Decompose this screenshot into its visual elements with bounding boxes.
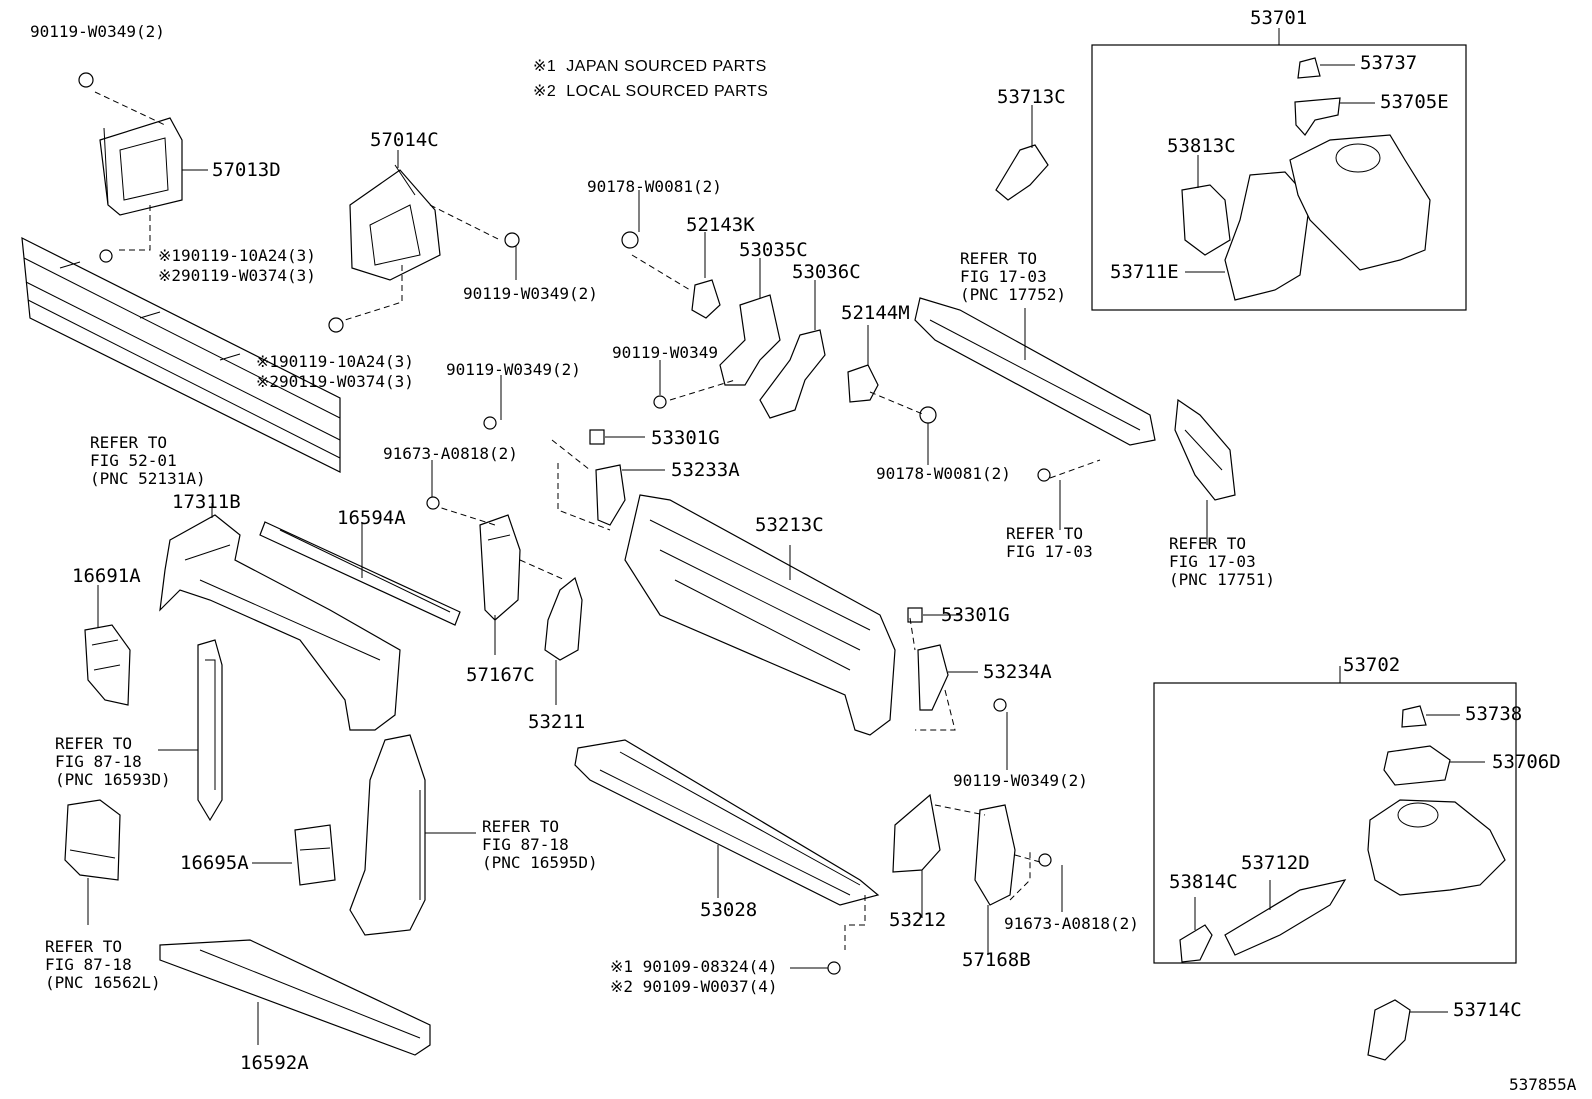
callout-53814c: 53814C: [1169, 871, 1238, 893]
callout-90119-w0349: 90119-W0349: [612, 343, 718, 362]
cover-16592a-part: [159, 939, 431, 1056]
bracket-53212-part: [892, 793, 941, 873]
callout-53711e: 53711E: [1110, 261, 1179, 283]
seal-16695a-part: [294, 824, 336, 886]
callout-bolt-local-b: ※290119-W0374(3): [256, 372, 414, 391]
seal-16562l-part: [64, 799, 121, 881]
callout-53702: 53702: [1343, 654, 1401, 676]
callout-53234a: 53234A: [983, 661, 1052, 683]
callout-57167c: 57167C: [466, 664, 535, 686]
callout-53712d: 53712D: [1241, 852, 1310, 874]
support-upper-17311b-part: [159, 514, 401, 731]
callout-bolt-local-a: ※290119-W0374(3): [158, 266, 316, 285]
callout-53233a: 53233A: [671, 459, 740, 481]
callout-52144m: 52144M: [841, 302, 910, 324]
seal-16691a-part: [84, 624, 131, 706]
callout-53738: 53738: [1465, 703, 1523, 725]
callout-53301g-upper: 53301G: [651, 427, 720, 449]
apron-53701-parts: [1181, 57, 1431, 301]
callout-bolt-japan-a: ※190119-10A24(3): [158, 246, 316, 265]
callout-52143k: 52143K: [686, 214, 755, 236]
nut-icons: [589, 231, 937, 623]
seal-17752-part: [914, 297, 1156, 446]
callout-90119-w0349-2-center: 90119-W0349(2): [463, 284, 598, 303]
callout-53705e: 53705E: [1380, 91, 1449, 113]
callout-53737: 53737: [1360, 52, 1418, 74]
callout-53211: 53211: [528, 711, 586, 733]
radiator-support-53213c-part: [624, 494, 896, 736]
callout-53028: 53028: [700, 899, 758, 921]
bracket-57167c-part: [479, 514, 521, 621]
callout-91673-a0818-2-right: 91673-A0818(2): [1004, 914, 1139, 933]
callout-16594a: 16594A: [337, 507, 406, 529]
callout-57014c: 57014C: [370, 129, 439, 151]
callout-refer-17-03: REFER TO FIG 17-03: [1006, 524, 1093, 561]
bracket-53233a-part: [595, 464, 626, 526]
callout-53701: 53701: [1250, 7, 1308, 29]
bracket-53211-part: [544, 576, 583, 661]
callout-91673-a0818-2-left: 91673-A0818(2): [383, 444, 518, 463]
callout-53212: 53212: [889, 909, 947, 931]
seal-16594a-part: [259, 521, 461, 626]
group-box-53702: [1153, 682, 1517, 964]
apron-53702-parts: [1179, 705, 1506, 1061]
bracket-57168b-part: [974, 804, 1016, 906]
callout-53706d: 53706D: [1492, 751, 1561, 773]
bracket-53035c-part: [719, 294, 781, 386]
callout-bolt-japan-b: ※190119-10A24(3): [256, 352, 414, 371]
callout-bolt-local-c: ※2 90109-W0037(4): [610, 977, 778, 996]
callout-53713c: 53713C: [997, 86, 1066, 108]
seal-17751-part: [1174, 398, 1236, 501]
callout-90119-w0349-2-mid: 90119-W0349(2): [446, 360, 581, 379]
callout-refer-17-03-17751: REFER TO FIG 17-03 (PNC 17751): [1169, 534, 1275, 589]
callout-16691a: 16691A: [72, 565, 141, 587]
callout-53714c: 53714C: [1453, 999, 1522, 1021]
callout-bolt-japan-c: ※1 90109-08324(4): [610, 957, 778, 976]
callout-refer-87-18-16595d: REFER TO FIG 87-18 (PNC 16595D): [482, 817, 598, 872]
callout-57013d: 57013D: [212, 159, 281, 181]
bracket-53713c-part: [995, 144, 1049, 201]
callout-refer-52-01: REFER TO FIG 52-01 (PNC 52131A): [90, 433, 206, 488]
seal-16593d-part: [197, 639, 223, 822]
callout-16592a: 16592A: [240, 1052, 309, 1074]
callout-90119-w0349-2-right: 90119-W0349(2): [953, 771, 1088, 790]
callout-17311b: 17311B: [172, 491, 241, 513]
callout-refer-87-18-16593d: REFER TO FIG 87-18 (PNC 16593D): [55, 734, 171, 789]
bumper-reinforcement-part: [21, 236, 341, 473]
callout-53813c: 53813C: [1167, 135, 1236, 157]
callout-16695a: 16695A: [180, 852, 249, 874]
callout-57168b: 57168B: [962, 949, 1031, 971]
callout-53213c: 53213C: [755, 514, 824, 536]
bracket-57014c-part: [349, 164, 441, 281]
bracket-52144m-part: [847, 364, 879, 403]
callout-refer-87-18-16562l: REFER TO FIG 87-18 (PNC 16562L): [45, 937, 161, 992]
callout-90178-w0081-2-lower: 90178-W0081(2): [876, 464, 1011, 483]
bolt-icons: [78, 72, 1052, 975]
callout-53035c: 53035C: [739, 239, 808, 261]
callout-53036c: 53036C: [792, 261, 861, 283]
callout-refer-17-03-17752: REFER TO FIG 17-03 (PNC 17752): [960, 249, 1066, 304]
bracket-52143k-part: [691, 279, 721, 319]
bracket-57013d-part: [99, 117, 183, 216]
figure-reference-id: 537855A: [1509, 1075, 1577, 1094]
callout-53301g-lower: 53301G: [941, 604, 1010, 626]
crossmember-53028-part: [574, 739, 880, 906]
callout-90119-w0349-2-top-left: 90119-W0349(2): [30, 22, 165, 41]
bracket-53036c-part: [759, 329, 826, 419]
note-japan-sourced: ※1 JAPAN SOURCED PARTS: [533, 58, 767, 75]
callout-90178-w0081-2-upper: 90178-W0081(2): [587, 177, 722, 196]
note-local-sourced: ※2 LOCAL SOURCED PARTS: [533, 83, 769, 100]
duct-16595d-part: [349, 734, 426, 936]
bracket-53234a-part: [917, 644, 949, 711]
